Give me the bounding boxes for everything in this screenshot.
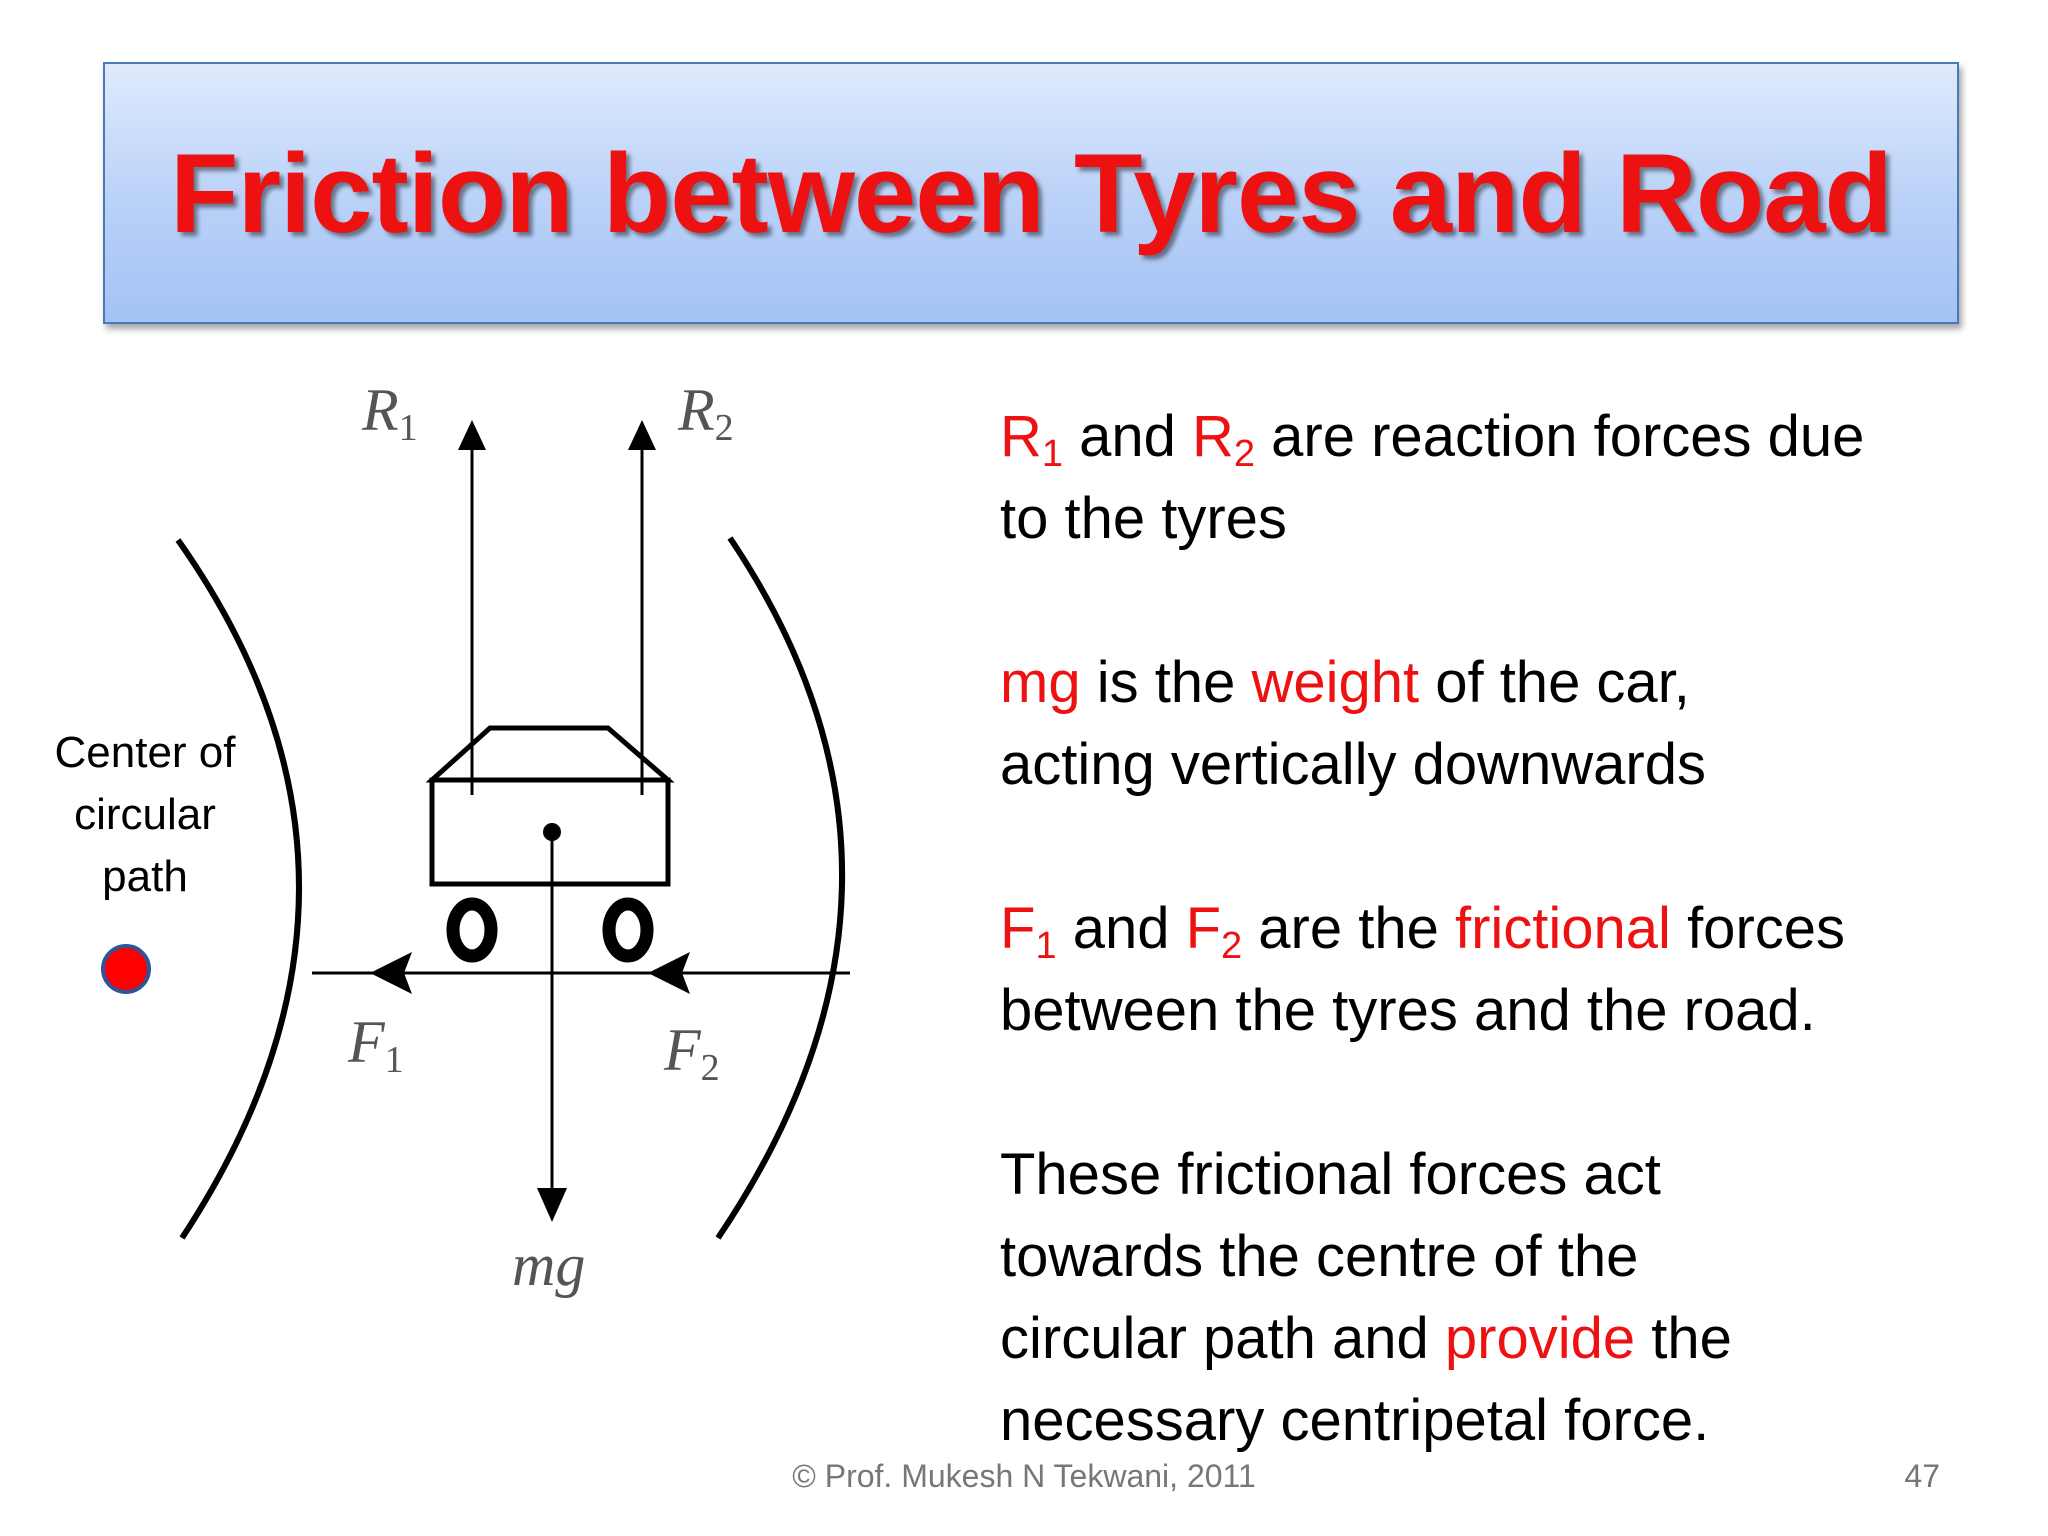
center-point-marker — [101, 944, 151, 994]
f2-label: F2 — [663, 1017, 720, 1089]
right-wheel — [602, 897, 654, 963]
f1-arrow-head — [370, 952, 412, 994]
left-wheel — [446, 897, 498, 963]
car-roof — [425, 725, 675, 783]
friction-diagram: R1 R2 F1 F2 mg — [175, 377, 850, 1298]
r2-label: R2 — [677, 377, 734, 449]
page-number: 47 — [1904, 1458, 1940, 1494]
mg-label: mg — [512, 1232, 585, 1298]
f2-arrow-head — [648, 952, 690, 994]
centripetal-paragraph: These frictional forces act towards the … — [1000, 1142, 1732, 1453]
weight-paragraph: mg is the weight of the car, acting vert… — [1000, 650, 1706, 797]
mg-arrow-head — [537, 1188, 567, 1222]
f1-label: F1 — [347, 1009, 404, 1081]
r1-label: R1 — [361, 377, 418, 449]
r2-arrow-head — [628, 420, 656, 450]
r1-arrow-head — [458, 420, 486, 450]
car — [425, 725, 675, 887]
explanation-text: R1 and R2 are reaction forces due to the… — [1000, 396, 1960, 1462]
center-of-path-label: Center of circular path — [20, 722, 270, 908]
inner-road-curve — [175, 538, 302, 1240]
slide-title: Friction between Tyres and Road — [170, 130, 1893, 256]
footer-copyright: © Prof. Mukesh N Tekwani, 2011 — [792, 1458, 1256, 1494]
reaction-forces-paragraph: R1 and R2 are reaction forces due to the… — [1000, 404, 1865, 551]
title-banner: Friction between Tyres and Road — [103, 62, 1959, 324]
center-label-line: path — [102, 852, 188, 901]
center-label-line: Center of — [54, 728, 236, 777]
center-label-line: circular — [74, 790, 216, 839]
frictional-forces-paragraph: F1 and F2 are the frictional forces betw… — [1000, 896, 1846, 1043]
outer-road-curve — [715, 536, 846, 1240]
